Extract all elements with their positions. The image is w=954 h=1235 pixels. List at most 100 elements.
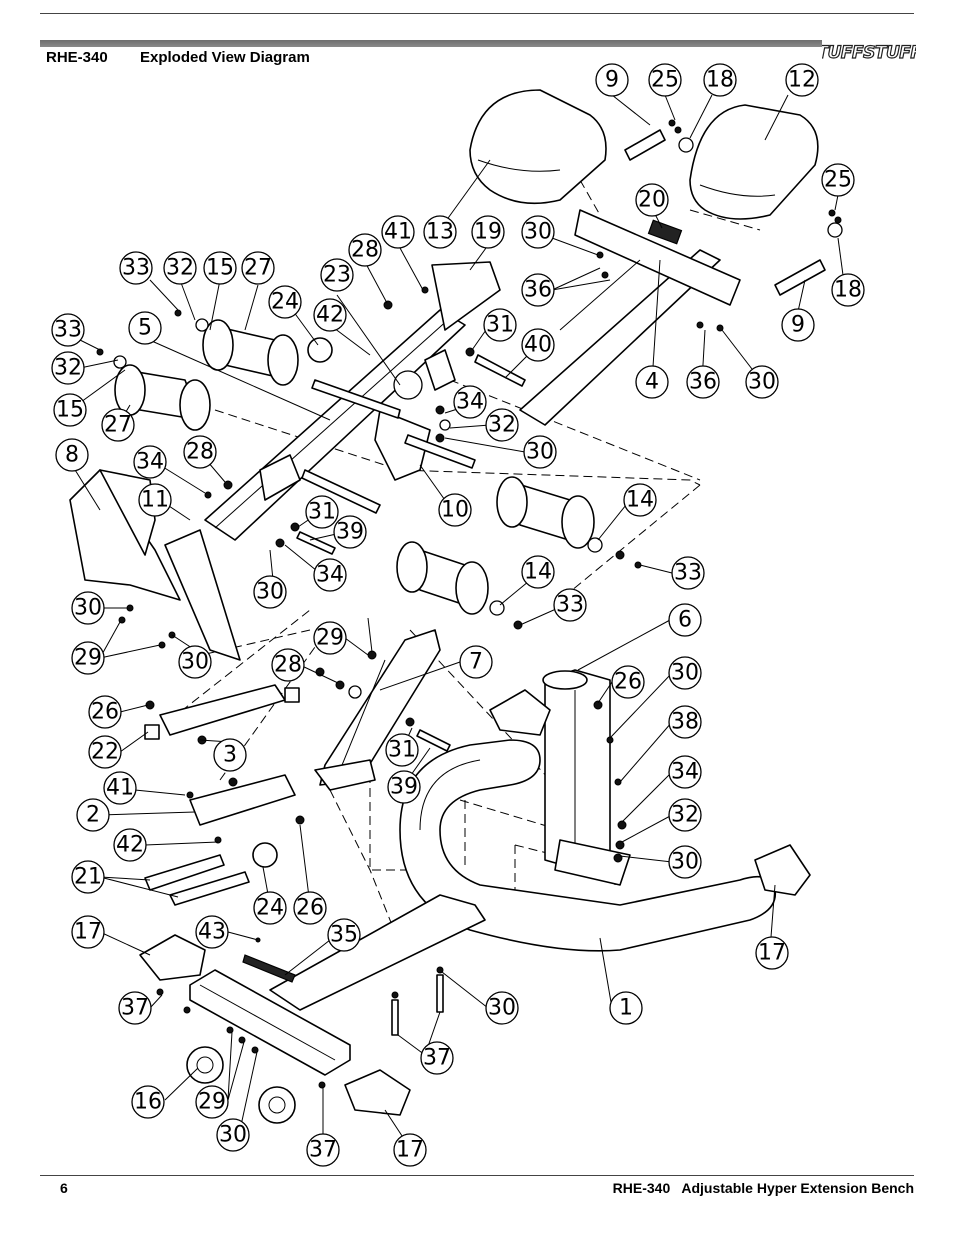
header-band (40, 40, 822, 47)
svg-text:30: 30 (671, 850, 699, 875)
svg-text:31: 31 (308, 500, 336, 525)
svg-text:36: 36 (689, 370, 717, 395)
callout: 29 (195, 1085, 229, 1119)
svg-text:31: 31 (486, 313, 514, 338)
top-rule (40, 13, 914, 14)
callout: 15 (203, 251, 237, 285)
svg-text:40: 40 (524, 333, 552, 358)
svg-text:24: 24 (271, 290, 299, 315)
svg-text:34: 34 (671, 760, 699, 785)
callout: 16 (131, 1085, 165, 1119)
svg-text:35: 35 (330, 923, 358, 948)
hardware (96, 119, 843, 1089)
svg-text:33: 33 (54, 318, 82, 343)
svg-text:26: 26 (614, 670, 642, 695)
svg-text:34: 34 (136, 450, 164, 475)
footer-product-title: RHE-340 Adjustable Hyper Extension Bench (612, 1180, 914, 1196)
callout: 5 (128, 311, 162, 345)
callout: 14 (521, 555, 555, 589)
svg-text:30: 30 (219, 1123, 247, 1148)
svg-text:34: 34 (316, 563, 344, 588)
svg-text:9: 9 (791, 313, 805, 338)
callout: 34 (133, 445, 167, 479)
callout: 24 (253, 891, 287, 925)
bottom-rule (40, 1175, 914, 1176)
svg-text:8: 8 (65, 443, 79, 468)
base-frame (189, 739, 777, 1076)
svg-text:17: 17 (758, 941, 786, 966)
svg-text:28: 28 (186, 440, 214, 465)
callout: 24 (268, 285, 302, 319)
callout: 37 (118, 991, 152, 1025)
callout: 32 (485, 408, 519, 442)
callout: 29 (71, 641, 105, 675)
pop-pin-knobs (252, 337, 333, 868)
svg-text:30: 30 (526, 440, 554, 465)
callout: 30 (523, 435, 557, 469)
handles (624, 129, 826, 296)
callout: 37 (420, 1041, 454, 1075)
rollers (114, 319, 595, 615)
page-number: 6 (60, 1180, 68, 1196)
svg-text:15: 15 (56, 398, 84, 423)
back-pads (469, 89, 819, 220)
svg-text:11: 11 (141, 488, 169, 513)
callout: 21 (71, 860, 105, 894)
svg-text:30: 30 (74, 596, 102, 621)
callout: 25 (821, 163, 855, 197)
callout: 31 (305, 495, 339, 529)
svg-text:42: 42 (316, 303, 344, 328)
callout: 27 (101, 408, 135, 442)
upright-post (542, 669, 631, 886)
callout: 14 (623, 483, 657, 517)
callout: 2 (76, 798, 110, 832)
callout: 13 (423, 215, 457, 249)
page-title: Exploded View Diagram (140, 49, 310, 66)
svg-text:23: 23 (323, 263, 351, 288)
callout: 32 (51, 351, 85, 385)
callout: 42 (313, 298, 347, 332)
callout: 23 (320, 258, 354, 292)
svg-text:43: 43 (198, 920, 226, 945)
callout: 4 (635, 365, 669, 399)
callout: 30 (668, 656, 702, 690)
svg-text:15: 15 (206, 256, 234, 281)
callout: 30 (668, 845, 702, 879)
callout: 17 (393, 1133, 427, 1167)
svg-text:29: 29 (198, 1090, 226, 1115)
callout: 22 (88, 735, 122, 769)
svg-text:24: 24 (256, 896, 284, 921)
callout: 40 (521, 328, 555, 362)
callout: 34 (453, 385, 487, 419)
callout: 42 (113, 828, 147, 862)
svg-text:22: 22 (91, 740, 119, 765)
svg-text:18: 18 (834, 278, 862, 303)
svg-text:37: 37 (309, 1138, 337, 1163)
svg-text:19: 19 (474, 220, 502, 245)
callout: 28 (348, 233, 382, 267)
svg-text:29: 29 (74, 646, 102, 671)
callout: 12 (785, 63, 819, 97)
svg-text:18: 18 (706, 68, 734, 93)
callout: 38 (668, 705, 702, 739)
callout: 30 (216, 1118, 250, 1152)
svg-text:30: 30 (181, 650, 209, 675)
callout: 43 (195, 915, 229, 949)
svg-text:5: 5 (138, 316, 152, 341)
callout: 15 (53, 393, 87, 427)
svg-text:32: 32 (671, 803, 699, 828)
wheels (186, 1046, 296, 1124)
callout: 26 (611, 665, 645, 699)
callout: 29 (313, 621, 347, 655)
callout: 33 (51, 313, 85, 347)
logo-text: TUFFSTUFF (822, 43, 916, 63)
svg-text:10: 10 (441, 498, 469, 523)
svg-text:14: 14 (626, 488, 654, 513)
svg-text:41: 41 (384, 220, 412, 245)
svg-text:3: 3 (223, 743, 237, 768)
main-beam (204, 309, 466, 541)
callout: 11 (138, 483, 172, 517)
svg-text:39: 39 (390, 775, 418, 800)
svg-text:6: 6 (678, 608, 692, 633)
